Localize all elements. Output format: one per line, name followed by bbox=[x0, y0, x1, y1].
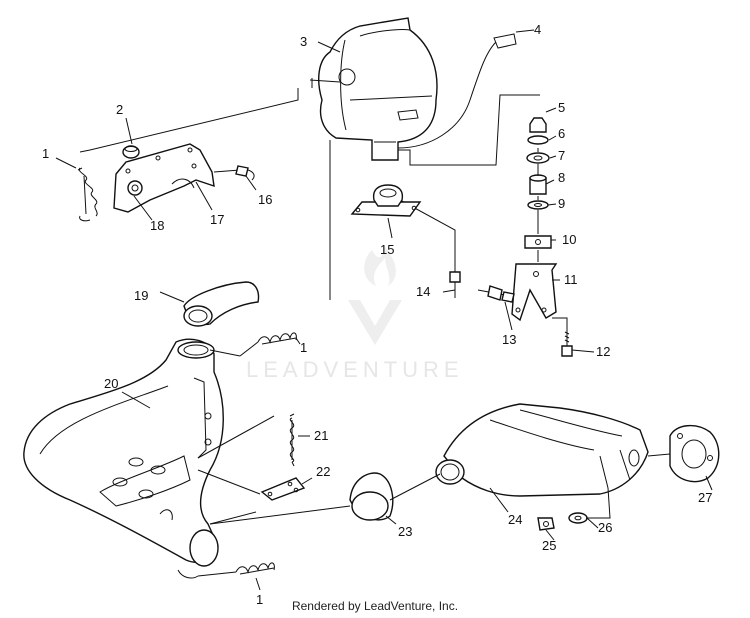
callout-6: 6 bbox=[558, 126, 565, 141]
part-14-screw bbox=[449, 271, 461, 298]
part-16-fitting bbox=[213, 165, 255, 181]
callout-22: 22 bbox=[316, 464, 330, 479]
leader-lines bbox=[55, 29, 713, 591]
footer-credit: Rendered by LeadVenture, Inc. bbox=[291, 599, 459, 613]
callout-19: 19 bbox=[134, 288, 148, 303]
part-17-18-bracket bbox=[113, 143, 215, 213]
callout-15: 15 bbox=[380, 242, 394, 257]
callout-10: 10 bbox=[562, 232, 576, 247]
part-1-spring-bottom bbox=[235, 562, 275, 575]
callout-24: 24 bbox=[508, 512, 522, 527]
callout-1-bottom: 1 bbox=[256, 592, 263, 607]
part-21-spring bbox=[289, 413, 295, 467]
part-4-wire bbox=[397, 41, 497, 149]
part-15-mount-plate bbox=[350, 184, 422, 217]
part-3-coil bbox=[309, 17, 438, 161]
part-20-expansion-chamber bbox=[23, 338, 224, 579]
callout-18: 18 bbox=[150, 218, 164, 233]
callout-13: 13 bbox=[502, 332, 516, 347]
callout-27: 27 bbox=[698, 490, 712, 505]
part-26-washer bbox=[568, 512, 588, 524]
callout-14: 14 bbox=[416, 284, 430, 299]
part-13-stud bbox=[477, 285, 515, 303]
part-22-plate bbox=[260, 477, 306, 501]
callout-5: 5 bbox=[558, 100, 565, 115]
callout-11: 11 bbox=[564, 272, 578, 287]
callout-26: 26 bbox=[598, 520, 612, 535]
part-23-cone bbox=[349, 472, 394, 521]
part-19-coupler bbox=[183, 281, 260, 327]
part-1-spring-mid bbox=[239, 332, 297, 357]
part-2-grommet bbox=[122, 145, 140, 159]
callout-16: 16 bbox=[258, 192, 272, 207]
part-25-nut bbox=[537, 517, 555, 531]
callout-3: 3 bbox=[300, 34, 307, 49]
callout-1-mid: 1 bbox=[300, 340, 307, 355]
part-1-spring-top bbox=[77, 167, 98, 222]
callout-21: 21 bbox=[314, 428, 328, 443]
callout-7: 7 bbox=[558, 148, 565, 163]
part-24-muffler bbox=[435, 403, 649, 497]
callout-9: 9 bbox=[558, 196, 565, 211]
callout-labels: 1 2 3 4 5 6 7 8 9 10 11 12 13 14 15 16 1… bbox=[42, 22, 712, 607]
callout-2: 2 bbox=[116, 102, 123, 117]
leadventure-watermark: LEADVENTURE bbox=[246, 246, 464, 382]
callout-23: 23 bbox=[398, 524, 412, 539]
callout-12: 12 bbox=[596, 344, 610, 359]
callout-25: 25 bbox=[542, 538, 556, 553]
part-5-10-hardware-stack bbox=[524, 117, 552, 262]
callout-1-top: 1 bbox=[42, 146, 49, 161]
callout-20: 20 bbox=[104, 376, 118, 391]
watermark-text: LEADVENTURE bbox=[246, 357, 464, 382]
callout-4: 4 bbox=[534, 22, 541, 37]
part-11-bracket bbox=[511, 263, 558, 322]
part-27-gasket bbox=[669, 425, 720, 483]
callout-17: 17 bbox=[210, 212, 224, 227]
callout-8: 8 bbox=[558, 170, 565, 185]
part-12-bolt bbox=[552, 317, 573, 357]
